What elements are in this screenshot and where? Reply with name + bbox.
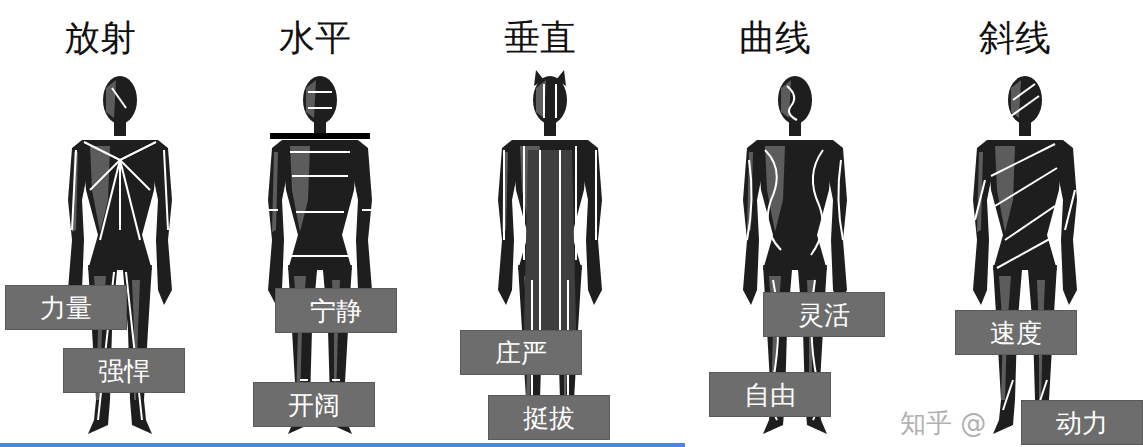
- line-type-title: 垂直: [504, 20, 576, 56]
- line-type-title: 水平: [279, 20, 351, 56]
- keyword-text: 挺拔: [523, 405, 575, 431]
- keyword-box: 挺拔: [488, 395, 610, 440]
- keyword-text: 动力: [1056, 410, 1108, 436]
- keyword-text: 速度: [990, 320, 1042, 346]
- keyword-box: 开阔: [253, 382, 375, 427]
- watermark: 知乎 @: [900, 410, 986, 436]
- keyword-text: 开阔: [288, 392, 340, 418]
- keyword-box: 灵活: [763, 292, 885, 337]
- keyword-box: 动力: [1021, 400, 1143, 445]
- keyword-text: 强悍: [98, 358, 150, 384]
- keyword-text: 宁静: [310, 298, 362, 324]
- keyword-box: 力量: [5, 285, 127, 330]
- line-type-title: 曲线: [739, 20, 811, 56]
- keyword-text: 庄严: [495, 340, 547, 366]
- keyword-box: 自由: [709, 372, 831, 417]
- keyword-box: 强悍: [63, 348, 185, 393]
- keyword-text: 力量: [40, 295, 92, 321]
- line-type-title: 斜线: [979, 20, 1051, 56]
- keyword-box: 宁静: [275, 288, 397, 333]
- keyword-box: 庄严: [460, 330, 582, 375]
- line-type-title: 放射: [64, 20, 136, 56]
- keyword-text: 灵活: [798, 302, 850, 328]
- keyword-text: 自由: [744, 382, 796, 408]
- keyword-box: 速度: [955, 310, 1077, 355]
